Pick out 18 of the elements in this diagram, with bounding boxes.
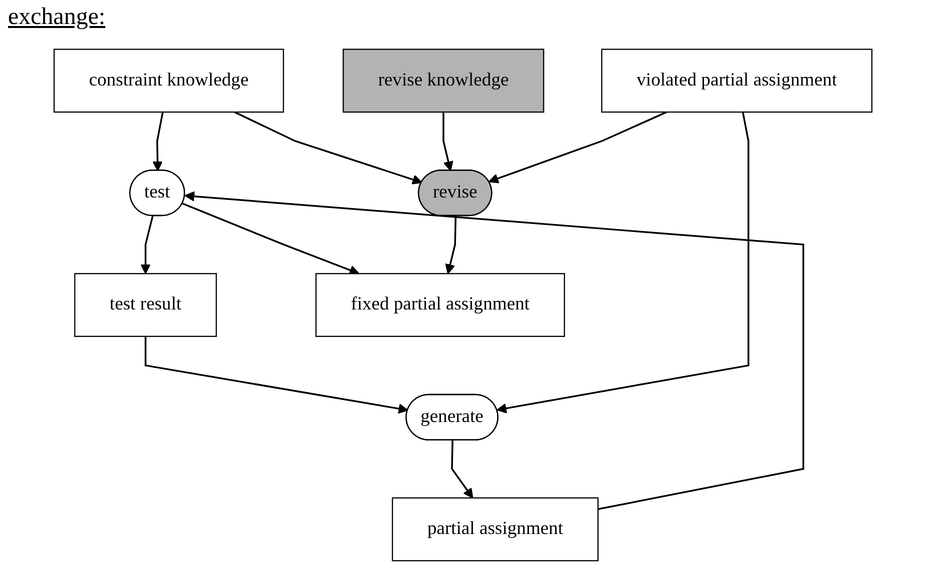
- arrow: [445, 216, 457, 274]
- node-box: violated partial assignment: [601, 48, 872, 113]
- arrow: [451, 440, 474, 498]
- arrow: [488, 111, 668, 184]
- node-box: partial assignment: [392, 497, 599, 562]
- arrow: [144, 336, 408, 414]
- arrow: [234, 111, 422, 184]
- arrow: [496, 112, 750, 414]
- node-box: fixed partial assignment: [315, 273, 565, 337]
- node-box: test result: [74, 273, 217, 337]
- arrow: [442, 112, 454, 172]
- arrow: [184, 191, 804, 510]
- diagram-title: exchange:: [8, 4, 106, 31]
- arrow: [140, 216, 154, 274]
- arrow: [182, 202, 360, 276]
- node-box: constraint knowledge: [54, 48, 284, 113]
- arrow: [152, 112, 164, 172]
- node-box: revise knowledge: [342, 48, 544, 113]
